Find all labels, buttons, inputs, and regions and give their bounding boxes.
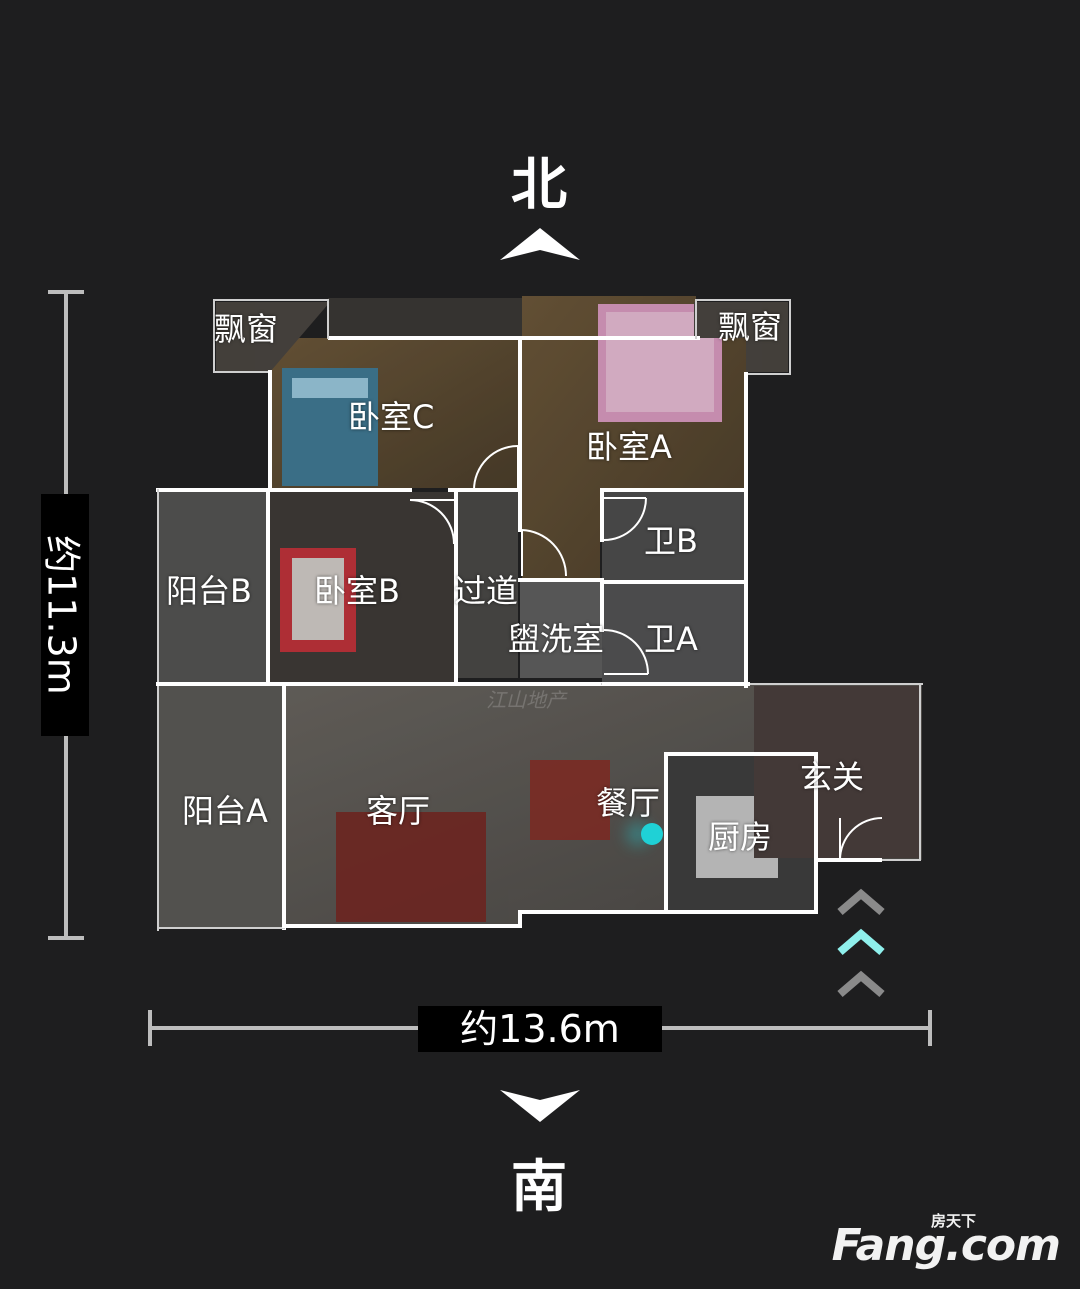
south-arrow-icon bbox=[500, 1090, 580, 1122]
north-label: 北 bbox=[511, 153, 569, 218]
room-label-corridor[interactable]: 过道 bbox=[454, 572, 519, 610]
height-dimension-cap-bottom bbox=[48, 936, 84, 940]
agency-watermark: 江山地产 bbox=[486, 688, 566, 712]
room-label-balcony-b[interactable]: 阳台B bbox=[166, 572, 252, 610]
width-dimension-line-left bbox=[148, 1026, 418, 1030]
room-label-balcony-a[interactable]: 阳台A bbox=[182, 792, 268, 830]
south-label: 南 bbox=[511, 1155, 569, 1220]
room-label-bedroom-c[interactable]: 卧室C bbox=[348, 398, 435, 436]
walls bbox=[156, 299, 923, 931]
entry-chevron-icon bbox=[837, 888, 885, 998]
room-label-living-room[interactable]: 客厅 bbox=[366, 792, 431, 830]
room-label-kitchen[interactable]: 厨房 bbox=[708, 818, 773, 856]
room-label-entrance[interactable]: 玄关 bbox=[800, 758, 865, 796]
north-arrow-icon bbox=[500, 228, 580, 260]
logo-subtitle: 房天下 bbox=[930, 1212, 976, 1230]
height-dimension-label: 约11.3m bbox=[40, 494, 89, 736]
doors bbox=[409, 445, 883, 861]
width-dimension-label: 约13.6m bbox=[418, 1006, 662, 1052]
room-label-bath-b[interactable]: 卫B bbox=[644, 522, 698, 560]
room-label-bay-window-left[interactable]: 飘窗 bbox=[214, 310, 279, 348]
room-label-dining-room[interactable]: 餐厅 bbox=[596, 784, 661, 822]
room-label-bath-a[interactable]: 卫A bbox=[644, 620, 698, 658]
room-label-bedroom-b[interactable]: 卧室B bbox=[314, 572, 400, 610]
room-label-bay-window-right[interactable]: 飘窗 bbox=[718, 308, 783, 346]
height-dimension-cap-top bbox=[48, 290, 84, 294]
width-dimension-line-right bbox=[662, 1026, 932, 1030]
width-dimension-cap-left bbox=[148, 1010, 152, 1046]
room-label-bedroom-a[interactable]: 卧室A bbox=[586, 428, 672, 466]
room-label-washroom[interactable]: 盥洗室 bbox=[508, 620, 605, 658]
current-location-marker bbox=[641, 823, 663, 845]
room-fills bbox=[158, 296, 922, 928]
fang-logo: Fang.com bbox=[831, 1220, 1061, 1271]
width-dimension-cap-right bbox=[928, 1010, 932, 1046]
